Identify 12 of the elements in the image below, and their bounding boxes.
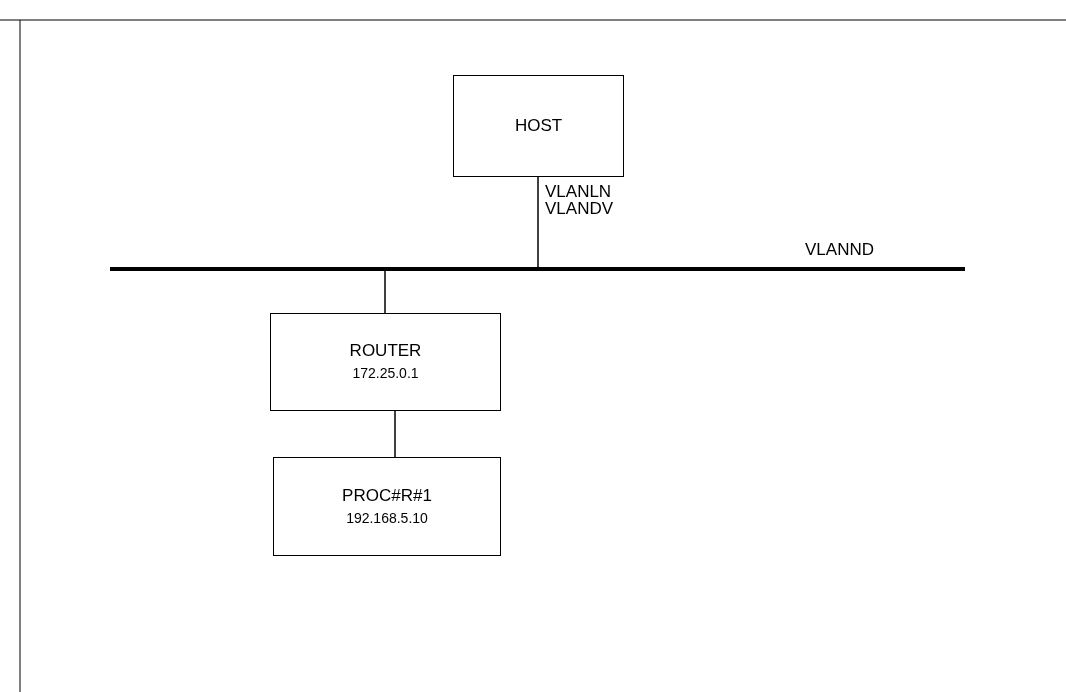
connection-line [394,410,396,458]
device-name: PROC#R#1 [342,484,432,507]
device-box [453,75,624,177]
ip-address: 172.25.0.1 [352,364,419,383]
device-box [273,457,501,556]
device-name: HOST [514,115,563,137]
connection-line [384,270,386,314]
ip-address: 192.168.5.10 [346,508,428,528]
network-name: VLANND [805,241,874,258]
device-name: ROUTER [349,340,422,362]
device-box [270,313,501,411]
connection-line [537,176,539,268]
